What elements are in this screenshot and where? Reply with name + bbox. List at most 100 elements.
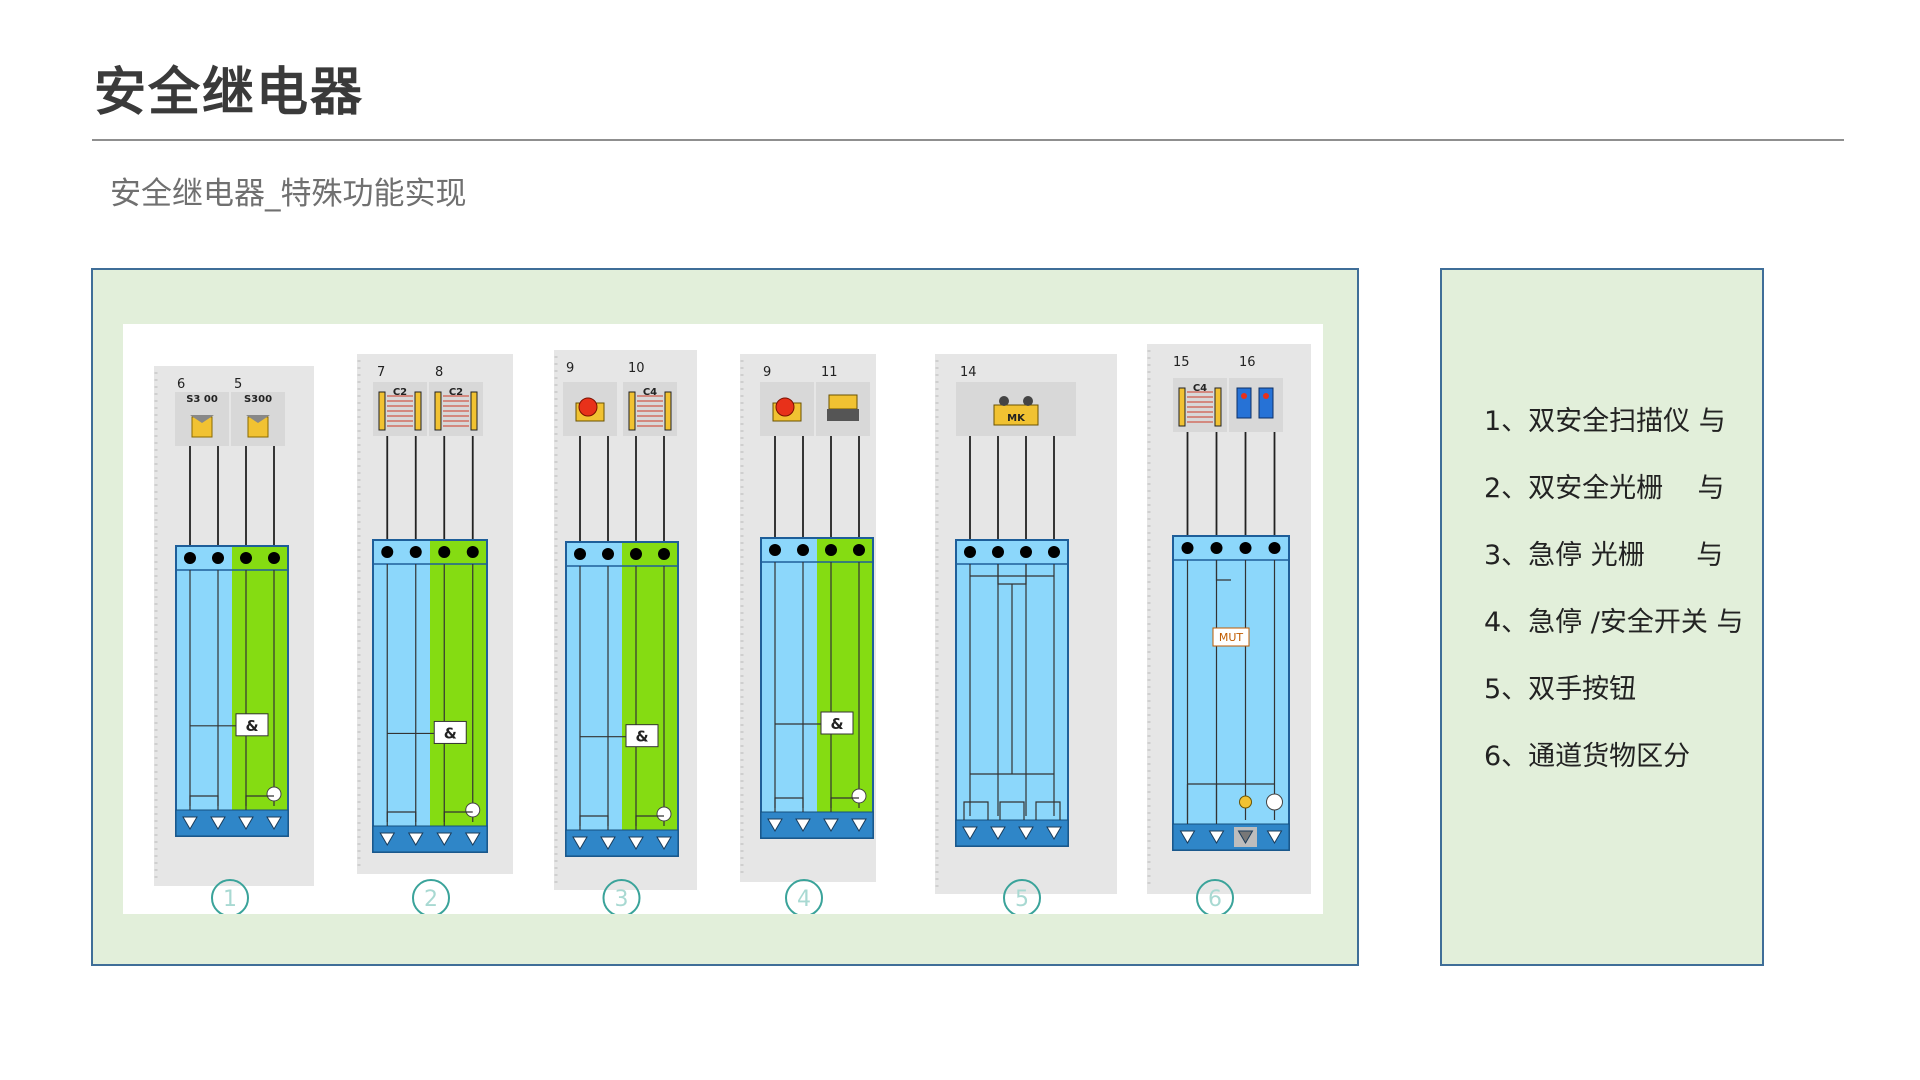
output-triangle-icon	[962, 826, 978, 840]
reset-lamp-icon	[1266, 793, 1283, 811]
output-terminal-strip	[175, 809, 289, 837]
output-triangle-icon	[1018, 826, 1034, 840]
curtain-receiver	[664, 391, 672, 431]
input-terminal	[409, 546, 422, 558]
estop-button	[578, 397, 598, 417]
feature-item-3: 3、急停 光栅 与	[1484, 540, 1724, 571]
switch-head	[828, 394, 858, 410]
feature-list: 1、双安全扫描仪 与 2、双安全光栅 与 3、急停 光栅 与 4、急停 /安全开…	[1484, 406, 1743, 808]
output-bridge	[1035, 801, 1061, 820]
output-bridge	[635, 815, 664, 830]
input-terminal	[574, 548, 586, 560]
input-number: 9	[566, 361, 574, 376]
muting-block-label: MUT	[1219, 631, 1244, 644]
right-hand-button	[1023, 396, 1033, 406]
output-triangle-icon	[823, 818, 839, 832]
device-label: C4	[643, 387, 657, 398]
output-triangle-icon	[464, 832, 481, 846]
muting-lamp-icon	[1239, 795, 1252, 809]
input-terminal	[1210, 542, 1223, 554]
input-terminal	[658, 548, 670, 560]
output-triangle-icon	[238, 816, 254, 830]
scanner-head	[190, 415, 214, 423]
logic-wire	[1215, 560, 1231, 581]
two-hand-body	[993, 404, 1039, 426]
output-triangle-icon	[182, 816, 198, 830]
light-curtain-icon: C2	[429, 382, 483, 436]
module-number: 3	[615, 887, 629, 912]
input-terminal-strip	[760, 537, 874, 563]
and-gate	[820, 711, 854, 735]
input-number: 10	[628, 361, 645, 376]
input-number: 5	[234, 377, 242, 392]
input-number: 14	[960, 365, 977, 380]
emergency-stop-icon	[760, 382, 814, 436]
input-terminal	[825, 544, 837, 556]
reset-lamp-icon	[656, 806, 672, 822]
input-terminal	[1181, 542, 1194, 554]
input-number: 11	[821, 365, 838, 380]
and-gate-label: &	[444, 724, 457, 742]
output-triangle-icon	[851, 818, 867, 832]
module-number: 1	[223, 887, 237, 912]
output-triangle-icon	[656, 836, 672, 850]
emergency-stop-icon	[563, 382, 617, 436]
input-terminal	[630, 548, 642, 560]
input-terminal	[964, 546, 976, 558]
feature-item-2: 2、双安全光栅 与	[1484, 473, 1725, 504]
device-label: C2	[449, 387, 463, 398]
input-terminal	[1239, 542, 1252, 554]
input-terminal-strip	[955, 539, 1069, 565]
output-triangle-icon	[379, 832, 396, 846]
feature-item-1: 1、双安全扫描仪 与	[1484, 406, 1726, 437]
output-triangle-icon	[407, 832, 424, 846]
input-number: 15	[1173, 355, 1190, 370]
output-bridge	[245, 795, 274, 810]
output-terminal-strip	[1172, 823, 1290, 851]
device-label: MK	[1007, 413, 1026, 424]
scanner-head	[246, 415, 270, 423]
input-terminal-strip	[372, 539, 488, 565]
light-curtain-icon: C4	[623, 382, 677, 436]
output-triangle-icon	[1237, 830, 1254, 844]
input-terminal	[769, 544, 781, 556]
output-triangle-icon	[767, 818, 783, 832]
scanner-icon: S300	[231, 392, 285, 446]
page-title: 安全继电器	[94, 63, 365, 123]
output-triangle-icon	[1266, 830, 1283, 844]
switch-body	[827, 409, 859, 421]
input-terminal	[853, 544, 865, 556]
input-number: 8	[435, 365, 443, 380]
output-terminal-strip	[760, 811, 874, 839]
output-bridge	[189, 795, 219, 810]
light-curtain-icon: C4	[1173, 378, 1227, 432]
light-curtain-icon: C2	[373, 382, 427, 436]
output-triangle-icon	[600, 836, 616, 850]
sensor-led	[1263, 393, 1269, 399]
title-divider	[92, 139, 1844, 141]
muting-block	[1212, 627, 1250, 647]
sensor-led	[1241, 393, 1247, 399]
and-gate	[625, 724, 659, 748]
output-triangle-icon	[436, 832, 453, 846]
input-terminal-strip	[175, 545, 289, 571]
reset-lamp-icon	[851, 788, 867, 804]
curtain-receiver	[470, 391, 478, 431]
input-terminal-strip	[565, 541, 679, 567]
left-hand-button	[999, 396, 1009, 406]
two-hand-button-icon: MK	[956, 382, 1076, 436]
input-terminal	[240, 552, 252, 564]
module-number: 5	[1015, 887, 1029, 912]
output-bridge	[579, 815, 609, 830]
input-terminal	[466, 546, 479, 558]
output-triangle-icon	[1208, 830, 1225, 844]
muting-sensor-b	[1258, 387, 1274, 419]
feature-list-panel: 1、双安全扫描仪 与 2、双安全光栅 与 3、急停 光栅 与 4、急停 /安全开…	[1440, 268, 1764, 966]
input-terminal	[992, 546, 1004, 558]
estop-button	[775, 397, 795, 417]
module-number: 6	[1208, 887, 1222, 912]
